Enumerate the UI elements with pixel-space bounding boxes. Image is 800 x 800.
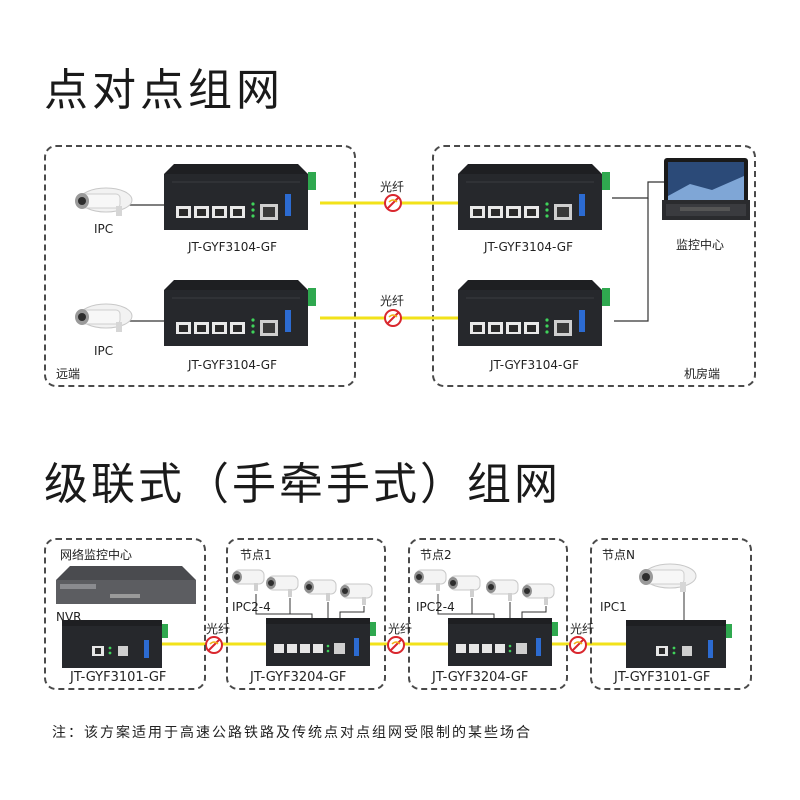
fiber-label: 光纤 [206, 622, 231, 636]
node-sub-label: IPC1 [600, 600, 627, 614]
ipc-label: IPC [94, 222, 114, 236]
nvr-icon [56, 566, 196, 604]
node1-cameras [231, 569, 373, 618]
node-title: 节点2 [420, 548, 452, 562]
node-n-box [590, 538, 752, 690]
ipc-camera-2 [74, 303, 133, 333]
fiber-label: 光纤 [570, 622, 595, 636]
uplink-cable [614, 198, 649, 322]
switch-remote-1 [163, 163, 317, 231]
fiber-label: 光纤 [380, 180, 405, 194]
node-sub-label: NVR [56, 610, 82, 624]
server-room-group-label: 机房端 [684, 367, 721, 381]
device-model-label: JT-GYF3104-GF [188, 358, 277, 372]
node-2-box [408, 538, 568, 690]
uplink-cable [612, 181, 668, 199]
fiber-label: 光纤 [388, 622, 413, 636]
footnote: 注：该方案适用于高速公路铁路及传统点对点组网受限制的某些场合 [52, 725, 532, 741]
device-model-label: JT-GYF3101-GF [70, 670, 167, 685]
server-room-group-box [432, 145, 756, 387]
device-model-label: JT-GYF3104-GF [188, 240, 277, 254]
fiber-icon [384, 194, 402, 212]
device-model-label: JT-GYF3204-GF [250, 670, 347, 685]
fiber-icon [387, 636, 405, 654]
node2-cameras [413, 569, 555, 618]
node-title: 节点1 [240, 548, 272, 562]
remote-group-label: 远端 [56, 367, 81, 381]
monitor-center-icon [662, 158, 750, 220]
node-title: 网络监控中心 [60, 548, 133, 562]
switch-room-2 [457, 279, 611, 347]
node-center-box [44, 538, 206, 690]
node-1-box [226, 538, 386, 690]
nodeN-camera [638, 563, 697, 620]
fiber-icon [205, 636, 223, 654]
section2-title: 级联式（手牵手式）组网 [44, 459, 561, 510]
node-title: 节点N [602, 548, 635, 562]
device-model-label: JT-GYF3104-GF [484, 240, 573, 254]
device-model-label: JT-GYF3204-GF [432, 670, 529, 685]
device-model-label: JT-GYF3104-GF [490, 358, 579, 372]
node-sub-label: IPC2-4 [232, 600, 271, 614]
fiber-label: 光纤 [380, 294, 405, 308]
node-sub-label: IPC2-4 [416, 600, 455, 614]
fiber-icon [569, 636, 587, 654]
fiber-icon [384, 309, 402, 327]
device-model-label: JT-GYF3101-GF [614, 670, 711, 685]
section1-title: 点对点组网 [44, 65, 284, 116]
ipc-camera-1 [74, 187, 133, 217]
switch-remote-2 [163, 279, 317, 347]
ipc-label: IPC [94, 344, 114, 358]
monitor-center-label: 监控中心 [676, 238, 725, 252]
remote-group-box [44, 145, 356, 387]
switch-room-1 [457, 163, 611, 231]
